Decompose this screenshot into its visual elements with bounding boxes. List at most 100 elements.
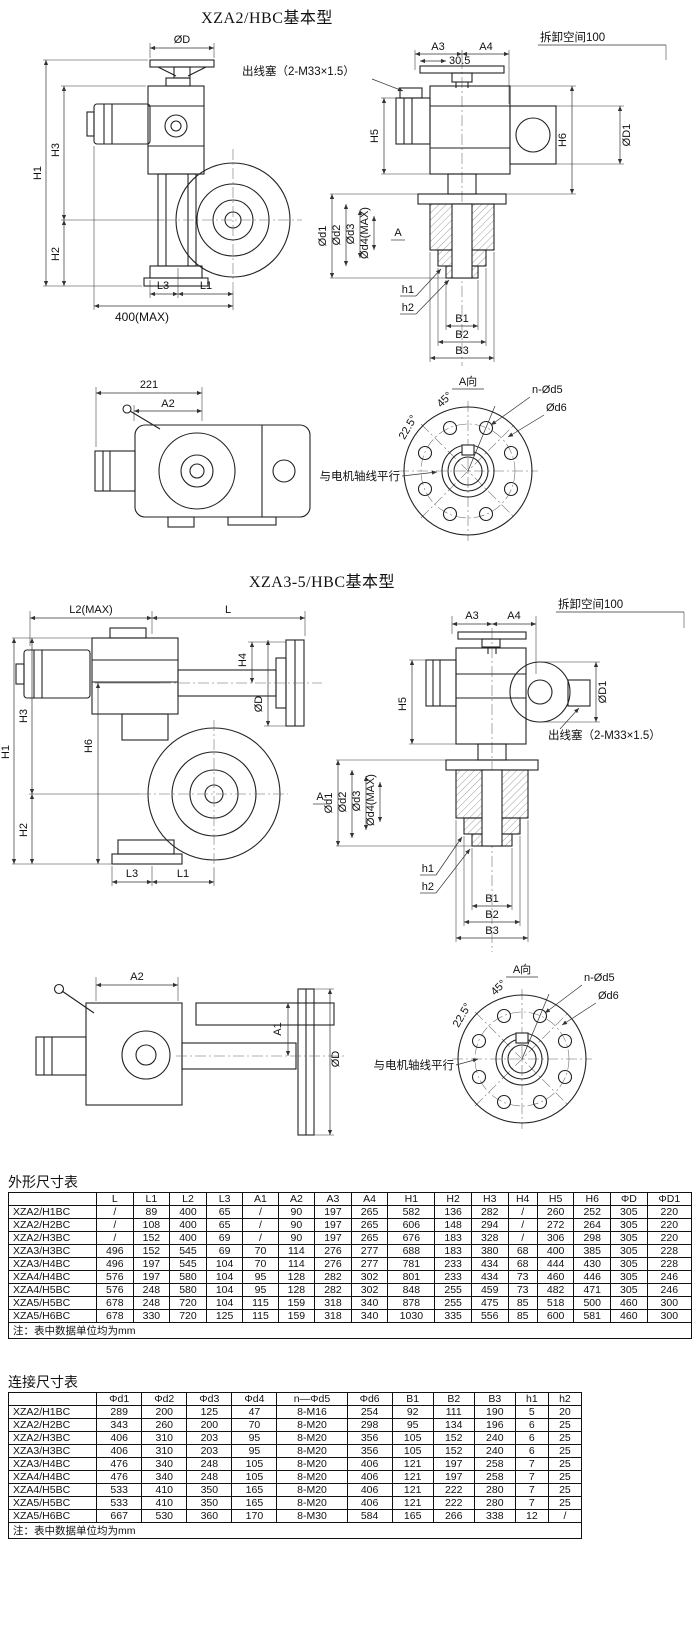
dimension-cell: 335: [434, 1309, 472, 1323]
dimension-cell: 170: [231, 1509, 278, 1523]
dimension-cell: 356: [346, 1431, 393, 1445]
motor: [15, 649, 91, 699]
column-header: A2: [277, 1192, 316, 1206]
table-note: 注：表中数据单位均为mm: [8, 1522, 582, 1539]
dimension-cell: 95: [391, 1418, 434, 1432]
gear-head: [91, 627, 179, 715]
dim-label-B3: B3: [455, 345, 468, 357]
dimension-cell: 576: [96, 1270, 134, 1284]
column-header: H6: [573, 1192, 612, 1206]
dimension-cell: 340: [350, 1309, 389, 1323]
dimension-cell: 330: [132, 1309, 171, 1323]
dim-label-A2: A2: [161, 398, 174, 410]
dimension-cell: 197: [132, 1257, 171, 1271]
handwheel: [149, 59, 215, 79]
dim-label-H4: H4: [237, 653, 249, 667]
dimension-cell: 264: [573, 1218, 612, 1232]
dimension-cell: 104: [205, 1283, 244, 1297]
dimension-cell: 25: [547, 1418, 583, 1432]
dim-label-A4: A4: [507, 610, 520, 622]
dimension-cell: 343: [96, 1418, 143, 1432]
column-header: h1: [514, 1392, 549, 1406]
base-flange: [111, 839, 183, 865]
dim-label-phid4: Ød4(MAX): [359, 207, 371, 259]
dimension-cell: 121: [391, 1470, 434, 1484]
dimension-cell: 460: [536, 1270, 575, 1284]
dimension-cell: 720: [169, 1296, 207, 1310]
motor: [86, 103, 151, 145]
model-label: XZA3/H4BC: [7, 1457, 98, 1471]
dimension-cell: 676: [387, 1231, 436, 1245]
dimension-cell: 282: [470, 1205, 509, 1219]
dim-label-phid1: Ød1: [317, 226, 329, 247]
dimension-cell: 233: [434, 1270, 472, 1284]
dimension-cell: 496: [96, 1257, 134, 1271]
dimension-cell: 68: [507, 1257, 538, 1271]
dimension-cell: 530: [141, 1509, 188, 1523]
dimension-cell: 471: [573, 1283, 612, 1297]
dimension-cell: 228: [646, 1244, 693, 1258]
dimension-cell: 254: [346, 1405, 393, 1419]
dimension-cell: 298: [573, 1231, 612, 1245]
dim-label-phid2: Ød2: [331, 225, 343, 246]
dimension-cell: 25: [547, 1496, 583, 1510]
dimension-cell: /: [242, 1205, 279, 1219]
dimension-cell: 606: [387, 1218, 436, 1232]
dim-label-H1: H1: [0, 745, 12, 759]
dimension-cell: 305: [610, 1218, 648, 1232]
side-view-dimensions: A3 A4 拆卸空间100 H5 ØD1 出线塞（2-M33×1.5） Ød1 …: [313, 597, 685, 942]
dim-label-h2: h2: [402, 302, 414, 314]
dimension-cell: 248: [132, 1296, 171, 1310]
dim-label-n-phid5: n-Ød5: [584, 972, 615, 984]
dimension-cell: 255: [434, 1283, 472, 1297]
dimension-cell: 266: [432, 1509, 475, 1523]
dimension-cell: 197: [314, 1205, 352, 1219]
dimension-cell: 6: [514, 1431, 549, 1445]
dim-label-H5: H5: [369, 129, 381, 143]
cable-plug-label: 出线塞（2-M33×1.5）: [548, 728, 661, 742]
view-a-label: A向: [459, 374, 477, 388]
dimension-cell: 220: [646, 1231, 693, 1245]
parallel-note-label: 与电机轴线平行: [320, 469, 401, 483]
column-header: ΦD1: [646, 1192, 693, 1206]
dimension-cell: 600: [536, 1309, 575, 1323]
angle-45-label: 45°: [489, 978, 509, 998]
dimension-cell: 222: [432, 1483, 475, 1497]
dimension-cell: 576: [96, 1283, 134, 1297]
dimension-cell: 197: [314, 1231, 352, 1245]
dimension-cell: 121: [391, 1457, 434, 1471]
dimension-cell: 121: [391, 1496, 434, 1510]
connection-table-title: 连接尺寸表: [8, 1376, 78, 1391]
xza2-main-drawing: ØD H1 H3 H2 L3 L1 400(MAX): [32, 30, 667, 366]
dimension-cell: 65: [205, 1218, 244, 1232]
model-label: XZA5/H6BC: [8, 1309, 97, 1323]
dimension-cell: 282: [314, 1283, 352, 1297]
column-header: Φd6: [346, 1392, 393, 1406]
dim-label-A2: A2: [130, 971, 143, 983]
dimension-cell: 434: [470, 1257, 509, 1271]
dim-label-H2: H2: [50, 247, 62, 261]
model-label: XZA5/H5BC: [7, 1496, 98, 1510]
dimension-cell: 265: [350, 1218, 389, 1232]
model-label: XZA4/H5BC: [7, 1483, 98, 1497]
dim-label-H6: H6: [557, 133, 569, 147]
dim-label-phid1: Ød1: [323, 793, 335, 814]
xza2-side-view: A3 A4 30.5 拆卸空间100 出线塞（2-M33×1.5） H5 H6 …: [242, 30, 667, 366]
dimension-cell: 340: [141, 1457, 188, 1471]
dim-label-30-5: 30.5: [449, 55, 470, 67]
dimension-cell: /: [242, 1218, 279, 1232]
dimension-cell: 302: [350, 1270, 389, 1284]
model-label: XZA2/H3BC: [7, 1431, 98, 1445]
dimension-cell: 360: [186, 1509, 233, 1523]
dim-label-L1: L1: [200, 280, 212, 292]
dimension-cell: 90: [277, 1218, 316, 1232]
dim-label-H3: H3: [50, 143, 62, 157]
dimension-cell: 305: [610, 1205, 648, 1219]
dimension-cell: 444: [536, 1257, 575, 1271]
dimension-cell: 114: [277, 1244, 316, 1258]
dimension-cell: 580: [169, 1270, 207, 1284]
